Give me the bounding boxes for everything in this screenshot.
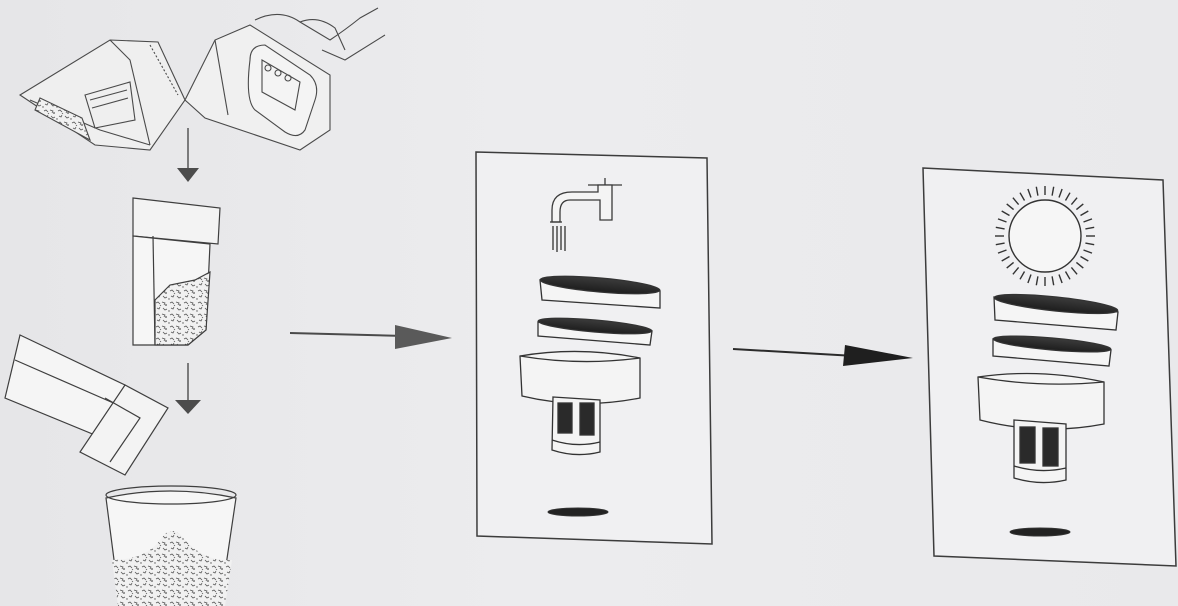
dust-container-icon (133, 198, 220, 345)
down-arrow-1 (177, 128, 199, 182)
pour-dust-icon (5, 335, 168, 475)
wash-panel (476, 152, 712, 544)
process-arrow-2 (733, 345, 913, 366)
down-arrow-2 (175, 363, 201, 414)
step-dry-filters (923, 168, 1176, 566)
handheld-vacuum-icon (20, 8, 385, 150)
filter-seal-icon (1010, 528, 1070, 536)
filter-seal-icon (548, 508, 608, 516)
step-wash-filters (476, 152, 712, 544)
process-arrow-1 (290, 325, 452, 349)
waste-bin-icon (106, 486, 236, 606)
step-empty-dust-bin (5, 8, 385, 606)
